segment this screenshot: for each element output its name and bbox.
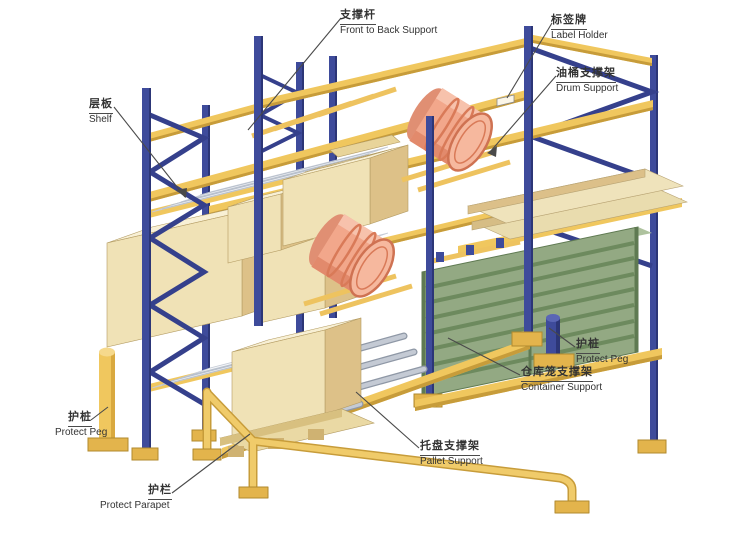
front-posts [131,26,667,461]
label-holder-clip [496,94,515,107]
label-en: Front to Back Support [340,24,438,36]
label-zh: 支撑杆 [340,9,376,25]
label-zh: 标签牌 [551,14,587,30]
label-en: Label Holder [551,29,608,41]
label-zh: 护栏 [148,484,172,500]
pallet-with-box [219,317,375,457]
label-zh: 托盘支撑架 [420,440,480,456]
label-en: Shelf [89,113,112,125]
label-en: Drum Support [556,82,619,94]
container-support-rails [427,238,521,265]
label-zh: 层板 [89,98,113,114]
label-zh: 仓库笼支撑架 [521,366,593,382]
protect-peg-left [87,347,129,452]
label-zh: 护桩 [576,338,600,354]
label-pallet-support: 托盘支撑架 Pallet Support [420,435,483,468]
label-en: Protect Parapet [100,499,170,511]
label-protect-peg-right: 护桩 Protect Peg [576,333,628,366]
label-en: Protect Peg [576,353,629,365]
label-drum-support: 油桶支撑架 Drum Support [556,62,618,95]
guard-rail [192,387,590,514]
drum-middle [309,214,395,298]
label-front-to-back-support: 支撑杆 Front to Back Support [340,4,437,37]
label-zh: 护桩 [68,411,92,427]
label-container-support: 仓库笼支撑架 Container Support [521,361,602,394]
label-shelf: 层板 Shelf [89,93,113,126]
label-en: Pallet Support [420,455,483,467]
left-frame-braces [145,112,210,407]
middle-frame-braces [255,73,303,154]
front-to-back-support-rails [251,86,397,139]
label-en: Protect Peg [55,426,108,438]
label-en: Container Support [521,381,603,393]
leader-lines [90,17,576,494]
label-protect-peg-left: 护桩 Protect Peg [55,406,107,439]
label-zh: 油桶支撑架 [556,67,616,83]
label-protect-parapet: 护栏 Protect Parapet [100,479,172,512]
label-label-holder: 标签牌 Label Holder [551,9,608,42]
